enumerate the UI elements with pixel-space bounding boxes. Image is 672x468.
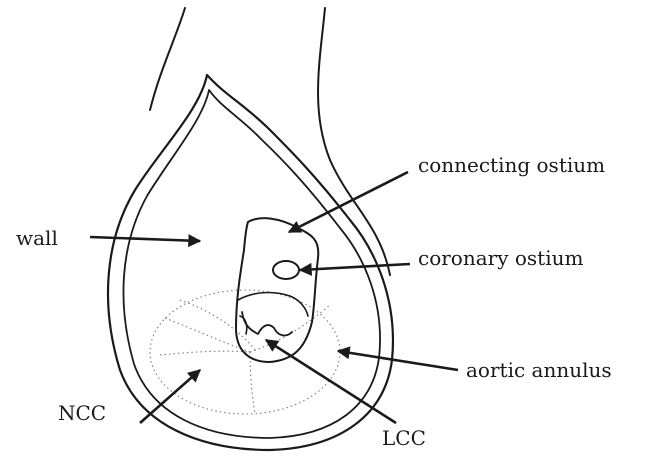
arrow-wall [90, 237, 200, 241]
connecting-ostium-shape [236, 218, 318, 362]
arrow-lcc [266, 340, 396, 423]
arrow-ncc [140, 370, 200, 423]
coronary-ostium-shape [273, 261, 299, 279]
label-lcc: LCC [382, 426, 426, 450]
label-ncc: NCC [58, 401, 106, 425]
label-aortic-annulus: aortic annulus [466, 358, 612, 382]
arrow-connecting-ostium [289, 172, 408, 232]
aortic-annulus-outline [150, 290, 340, 414]
label-connecting-ostium: connecting ostium [418, 153, 605, 177]
label-wall: wall [16, 226, 58, 250]
label-coronary-ostium: coronary ostium [418, 246, 583, 270]
vessel-top [150, 8, 390, 275]
arrow-aortic-annulus [338, 351, 458, 370]
